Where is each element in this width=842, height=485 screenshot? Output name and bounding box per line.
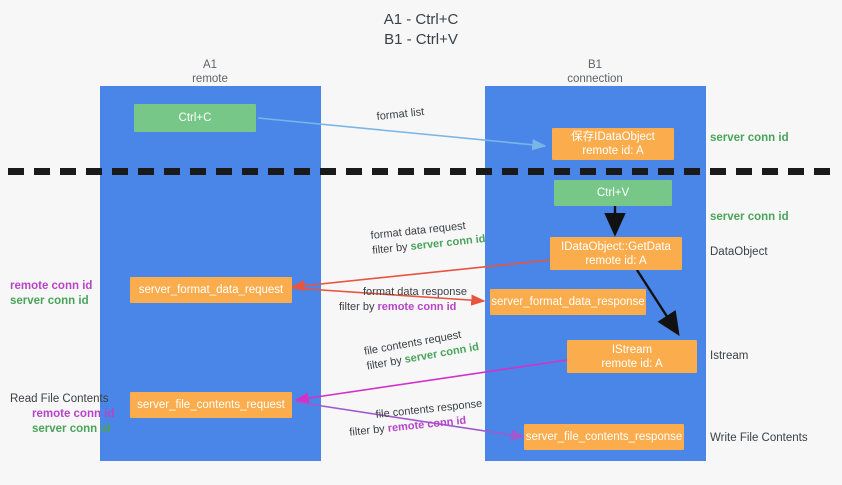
annotation-left-mid: remote conn id server conn id	[10, 279, 92, 309]
annotation-istream: Istream	[710, 350, 749, 362]
title-line-2: B1 - Ctrl+V	[384, 31, 458, 48]
annotation-write-file-contents: Write File Contents	[710, 432, 808, 444]
edge-label-file-contents-response: file contents response filter by remote …	[349, 397, 485, 439]
annotation-left-bottom: Read File Contents remote conn id server…	[10, 392, 114, 437]
annotation-left-bot-server: server conn id	[32, 423, 111, 435]
node-server-format-data-response-label: server_format_data_response	[491, 296, 645, 308]
filter-value-remote-conn-id: remote conn id	[377, 301, 457, 313]
node-server-format-data-request[interactable]: server_format_data_request	[130, 277, 292, 303]
edge-label-format-data-response-line-1: format data response	[363, 286, 467, 298]
column-header-b1: B1 connection	[505, 58, 685, 86]
node-ctrl-v[interactable]: Ctrl+V	[554, 180, 672, 206]
node-server-format-data-request-label: server_format_data_request	[138, 284, 284, 296]
edge-label-format-list: format list	[376, 105, 425, 125]
column-header-a1-sub: remote	[192, 73, 228, 85]
node-server-file-contents-response[interactable]: server_file_contents_response	[524, 424, 684, 450]
annotation-left-mid-remote: remote conn id	[10, 280, 93, 292]
column-header-b1-name: B1	[587, 59, 603, 71]
column-header-a1: A1 remote	[120, 58, 300, 86]
node-server-format-data-response[interactable]: server_format_data_response	[490, 289, 646, 315]
edge-label-format-data-response: format data response filter by remote co…	[339, 285, 467, 315]
annotation-server-conn-id-top: server conn id	[710, 132, 789, 144]
annotation-read-file-contents: Read File Contents	[10, 393, 109, 405]
node-istream-line-1: IStream	[611, 343, 653, 356]
filter-prefix: filter by	[371, 240, 412, 257]
edge-label-format-data-request: format data request filter by server con…	[370, 217, 486, 259]
node-save-dataobject-line-1: 保存IDataObject	[571, 131, 655, 143]
annotation-left-bot-remote: remote conn id	[32, 408, 115, 420]
annotation-server-conn-id-mid: server conn id	[710, 211, 789, 223]
edge-label-format-data-response-filter: filter by remote conn id	[339, 300, 467, 315]
node-ctrl-v-label: Ctrl+V	[596, 187, 630, 199]
node-server-file-contents-request[interactable]: server_file_contents_request	[130, 392, 292, 418]
column-header-b1-sub: connection	[567, 73, 623, 85]
node-server-file-contents-response-label: server_file_contents_response	[525, 431, 683, 443]
column-header-a1-name: A1	[202, 59, 218, 71]
filter-prefix: filter by	[348, 422, 389, 439]
page-title: A1 - Ctrl+C B1 - Ctrl+V	[0, 10, 842, 50]
node-ctrl-c[interactable]: Ctrl+C	[134, 104, 256, 132]
node-istream[interactable]: IStream remote id: A	[567, 340, 697, 373]
annotation-left-mid-server: server conn id	[10, 295, 89, 307]
edge-label-format-list-text: format list	[376, 106, 425, 123]
filter-prefix: filter by	[339, 301, 378, 313]
title-line-1: A1 - Ctrl+C	[383, 11, 459, 28]
phase-divider	[8, 168, 834, 175]
node-ctrl-c-label: Ctrl+C	[178, 112, 212, 124]
node-getdata-line-1: IDataObject::GetData	[561, 240, 671, 253]
node-save-dataobject-line-2: remote id: A	[582, 145, 644, 157]
annotation-dataobject: DataObject	[710, 246, 768, 258]
node-getdata[interactable]: IDataObject::GetData remote id: A	[550, 237, 682, 270]
node-save-dataobject[interactable]: 保存IDataObject remote id: A	[552, 128, 674, 160]
node-istream-line-2: remote id: A	[601, 357, 663, 370]
node-getdata-line-2: remote id: A	[585, 254, 647, 267]
edge-label-file-contents-request: file contents request filter by server c…	[363, 325, 480, 374]
node-server-file-contents-request-label: server_file_contents_request	[137, 399, 285, 411]
